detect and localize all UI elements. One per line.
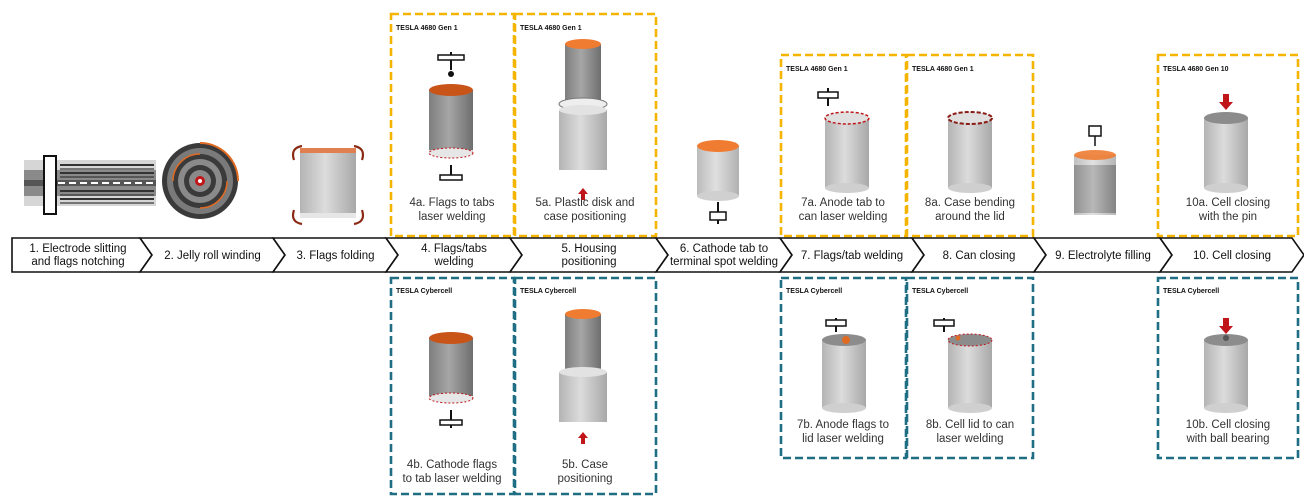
variant-caption: 5a. Plastic disk and bbox=[535, 197, 634, 209]
variant-caption: laser welding bbox=[936, 433, 1003, 445]
variant-caption: 4b. Cathode flags bbox=[407, 459, 497, 471]
flags-folding-icon bbox=[291, 144, 365, 226]
variant-tag: TESLA Cybercell bbox=[912, 288, 968, 295]
cell-icon-7b bbox=[822, 318, 866, 413]
step-label-10: 10. Cell closing bbox=[1193, 250, 1271, 262]
step-arrow-10 bbox=[1158, 237, 1304, 273]
variant-caption: laser welding bbox=[418, 211, 485, 223]
variant-tag: TESLA Cybercell bbox=[520, 288, 576, 295]
frame-7b bbox=[779, 276, 908, 460]
variant-caption: 4a. Flags to tabs bbox=[409, 197, 494, 209]
step-label-6: terminal spot welding bbox=[670, 256, 778, 268]
step-label-5: positioning bbox=[562, 256, 617, 268]
step-label-5: 5. Housing bbox=[562, 243, 617, 255]
cell-icon-4a bbox=[428, 52, 474, 181]
frame-10b bbox=[1156, 276, 1300, 460]
variant-caption: 8b. Cell lid to can bbox=[926, 419, 1014, 431]
variant-caption: 5b. Case bbox=[562, 459, 608, 471]
variant-caption: with ball bearing bbox=[1185, 433, 1269, 445]
variant-caption: 10b. Cell closing bbox=[1186, 419, 1270, 431]
step-label-9: 9. Electrolyte filling bbox=[1055, 250, 1151, 262]
step-label-1: 1. Electrode slitting bbox=[29, 243, 126, 255]
cell-icon-7a bbox=[817, 88, 870, 193]
variant-caption: 7b. Anode flags to bbox=[797, 419, 889, 431]
cell-icon-10a bbox=[1204, 94, 1248, 193]
variant-caption: to tab laser welding bbox=[402, 473, 501, 485]
electrolyte-filling-icon bbox=[1074, 125, 1116, 215]
variant-caption: around the lid bbox=[935, 211, 1005, 223]
variant-caption: with the pin bbox=[1198, 211, 1257, 223]
electrode-icon bbox=[24, 155, 156, 215]
step-label-7: 7. Flags/tab welding bbox=[801, 250, 903, 262]
step-label-2: 2. Jelly roll winding bbox=[164, 250, 261, 262]
cell-icon-8a bbox=[947, 111, 993, 193]
step-label-1: and flags notching bbox=[31, 256, 124, 268]
step-label-6: 6. Cathode tab to bbox=[680, 243, 768, 255]
step-label-4: 4. Flags/tabs bbox=[421, 243, 487, 255]
frame-10a bbox=[1156, 53, 1300, 238]
variant-tag: TESLA 4680 Gen 1 bbox=[520, 25, 582, 32]
frame-7a bbox=[779, 53, 908, 238]
cell-icon-5a bbox=[558, 39, 608, 200]
step-label-3: 3. Flags folding bbox=[297, 250, 375, 262]
step-label-8: 8. Can closing bbox=[943, 250, 1016, 262]
variant-caption: can laser welding bbox=[799, 211, 888, 223]
variant-caption: positioning bbox=[558, 473, 613, 485]
variant-frames bbox=[389, 12, 1300, 496]
spot-welding-icon bbox=[697, 140, 739, 224]
frame-5a bbox=[513, 12, 658, 238]
variant-tag: TESLA 4680 Gen 10 bbox=[1163, 66, 1229, 73]
variant-caption: 10a. Cell closing bbox=[1186, 197, 1270, 209]
frame-5b bbox=[513, 276, 658, 496]
cell-icon-8b bbox=[933, 318, 993, 413]
frame-8a bbox=[905, 53, 1035, 238]
jelly-roll-icon bbox=[162, 142, 239, 219]
variant-tag: TESLA Cybercell bbox=[786, 288, 842, 295]
variant-caption: 8a. Case bending bbox=[925, 197, 1015, 209]
process-arrows bbox=[11, 237, 1304, 273]
cell-icon-5b bbox=[559, 309, 607, 444]
variant-caption: 7a. Anode tab to bbox=[801, 197, 885, 209]
variant-tag: TESLA Cybercell bbox=[396, 288, 452, 295]
variant-tag: TESLA 4680 Gen 1 bbox=[786, 66, 848, 73]
cell-icon-4b bbox=[428, 332, 474, 428]
step-label-4: welding bbox=[434, 256, 474, 268]
variant-tag: TESLA 4680 Gen 1 bbox=[912, 66, 974, 73]
variant-tag: TESLA Cybercell bbox=[1163, 288, 1219, 295]
variant-tag: TESLA 4680 Gen 1 bbox=[396, 25, 458, 32]
variant-caption: case positioning bbox=[544, 211, 626, 223]
frame-8b bbox=[905, 276, 1035, 460]
variant-caption: lid laser welding bbox=[802, 433, 884, 445]
cell-icon-10b bbox=[1204, 318, 1248, 413]
